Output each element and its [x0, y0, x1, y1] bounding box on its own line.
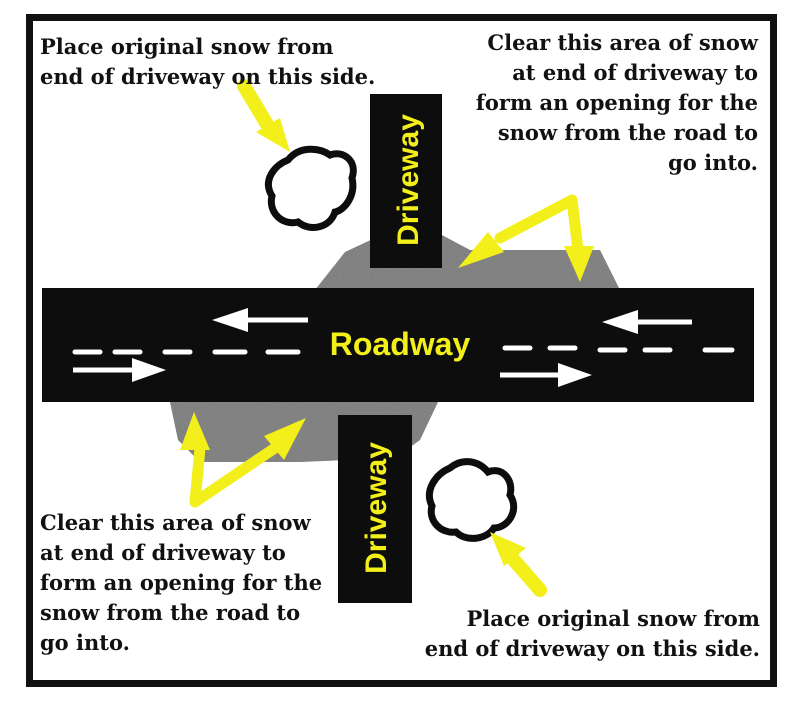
arrow-bracket-bottom — [180, 412, 306, 508]
arrow-bracket-top — [458, 194, 594, 282]
driveway-bottom — [338, 415, 412, 603]
lane-arrow-right-2 — [500, 363, 592, 387]
caption-bottom-left: Clear this area of snow at end of drivew… — [40, 510, 323, 655]
center-lane-markings — [72, 345, 735, 355]
lane-arrow-right-1 — [73, 358, 166, 382]
driveway-top — [370, 94, 442, 268]
lane-arrow-left-1 — [212, 308, 308, 332]
caption-top-right: Clear this area of snow at end of drivew… — [475, 30, 758, 175]
lane-arrow-left-2 — [602, 310, 692, 334]
caption-top-left: Place original snow from end of driveway… — [40, 34, 376, 89]
arrow-to-snow-pile-top — [237, 79, 290, 152]
snow-pile-bottom-right — [425, 458, 518, 542]
snow-pile-top-left — [264, 145, 357, 231]
driveway-bottom-label: Driveway — [360, 442, 393, 574]
arrow-to-snow-pile-bottom — [490, 532, 547, 597]
roadway-label: Roadway — [330, 326, 471, 362]
roadway — [42, 288, 754, 402]
driveway-top-label: Driveway — [392, 114, 425, 246]
caption-bottom-right: Place original snow from end of driveway… — [424, 606, 760, 661]
